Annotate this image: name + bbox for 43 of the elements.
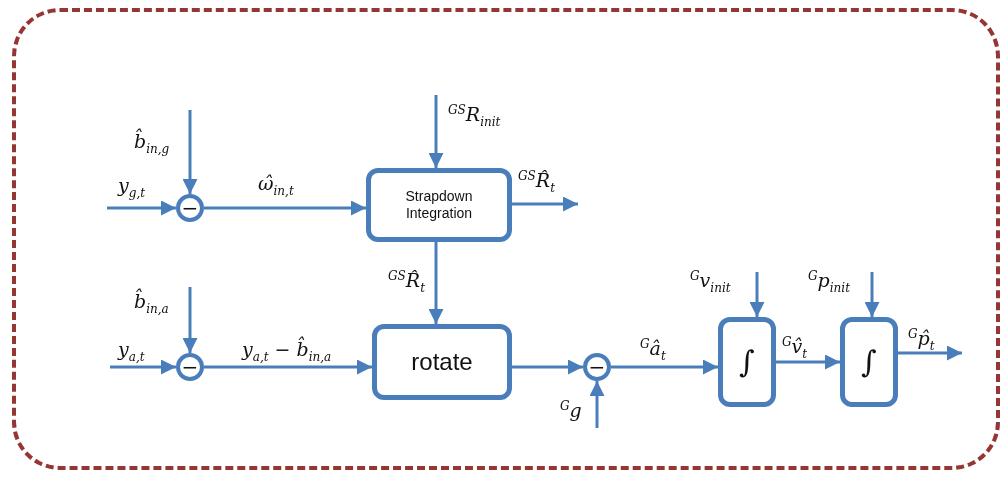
summing-junction	[176, 194, 204, 222]
edge-label: $^{GS}$R̂$_{t}$	[388, 270, 425, 295]
integrator-block	[718, 317, 776, 407]
minus-sign: −	[181, 355, 199, 379]
arrow	[512, 196, 578, 212]
arrow	[428, 242, 444, 324]
integral-sign: ∫	[861, 344, 877, 380]
edge-label: $^{G}$p̂$_{t}$	[908, 328, 935, 353]
block-label: Strapdown Integration	[404, 188, 474, 222]
dashed-frame	[12, 8, 1000, 470]
edge-label: $^{G}$v̂$_{t}$	[782, 336, 808, 361]
edge-label: $^{GS}$R$_{init}$	[448, 104, 501, 129]
edge-label: $^{GS}$R̂$_{t}$	[518, 170, 555, 195]
arrow	[182, 287, 198, 353]
summing-junction	[176, 353, 204, 381]
minus-sign: −	[181, 196, 199, 220]
arrow	[589, 381, 605, 428]
arrow	[428, 95, 444, 168]
edge-label: $^{G}$g	[560, 400, 582, 421]
edge-label: y$_{a,t}$	[118, 340, 145, 363]
arrow	[749, 272, 765, 317]
arrow	[512, 359, 583, 375]
edge-label: ω̂$_{in,t}$	[258, 174, 294, 197]
integrator-block	[840, 317, 898, 407]
summing-junction	[583, 353, 611, 381]
process-block	[372, 324, 512, 400]
arrow	[776, 354, 840, 370]
block-label: rotate	[411, 347, 473, 377]
arrow	[864, 272, 880, 317]
edge-label: $^{G}$v$_{init}$	[690, 270, 731, 295]
minus-sign: −	[588, 355, 606, 379]
arrow	[204, 200, 366, 216]
arrow	[611, 359, 718, 375]
process-block	[366, 168, 512, 242]
edge-label: $^{G}$p$_{init}$	[808, 270, 850, 295]
arrow	[204, 359, 372, 375]
edge-label: y$_{g,t}$	[118, 176, 146, 199]
arrow	[182, 110, 198, 194]
arrow	[107, 200, 176, 216]
arrow	[110, 359, 176, 375]
integral-sign: ∫	[739, 344, 755, 380]
edge-label: $^{G}$â$_{t}$	[640, 338, 666, 363]
arrow	[898, 345, 962, 361]
